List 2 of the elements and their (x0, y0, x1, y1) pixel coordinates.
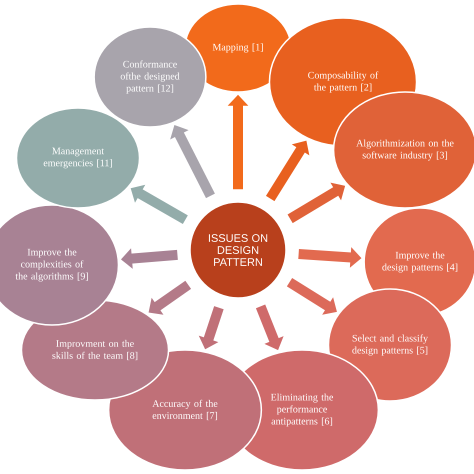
block-arrow (148, 280, 192, 315)
block-arrow (170, 125, 215, 198)
